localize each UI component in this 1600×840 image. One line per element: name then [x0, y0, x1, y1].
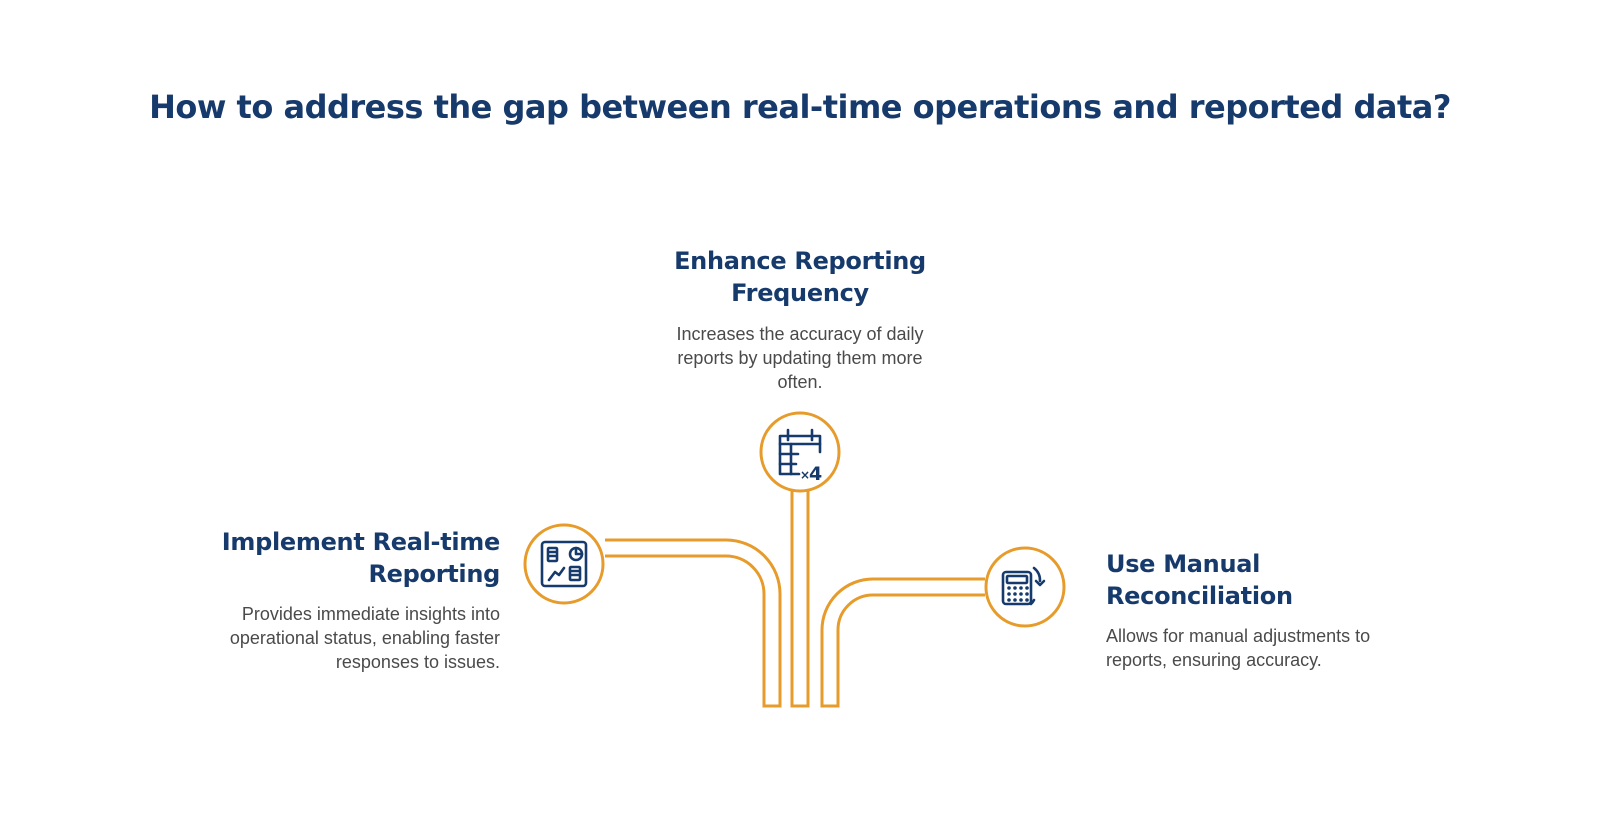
option-heading: Enhance Reporting Frequency [674, 247, 926, 307]
dashboard-icon [523, 523, 605, 605]
calendar-x4-icon: × 4 [759, 411, 841, 493]
option-heading: Use Manual Reconciliation [1106, 550, 1293, 610]
connector-right-outer [820, 577, 985, 708]
option-description: Allows for manual adjustments to reports… [1106, 626, 1371, 670]
option-description: Provides immediate insights into operati… [229, 604, 500, 672]
svg-text:×: × [800, 468, 810, 482]
option-description: Increases the accuracy of daily reports … [676, 324, 924, 392]
page-title: How to address the gap between real-time… [149, 88, 1451, 126]
calculator-refresh-icon [984, 546, 1066, 628]
option-heading: Implement Real-time Reporting [221, 528, 501, 588]
connector-center [790, 490, 810, 708]
svg-text:4: 4 [809, 463, 822, 485]
connector-left-outer [605, 538, 782, 708]
